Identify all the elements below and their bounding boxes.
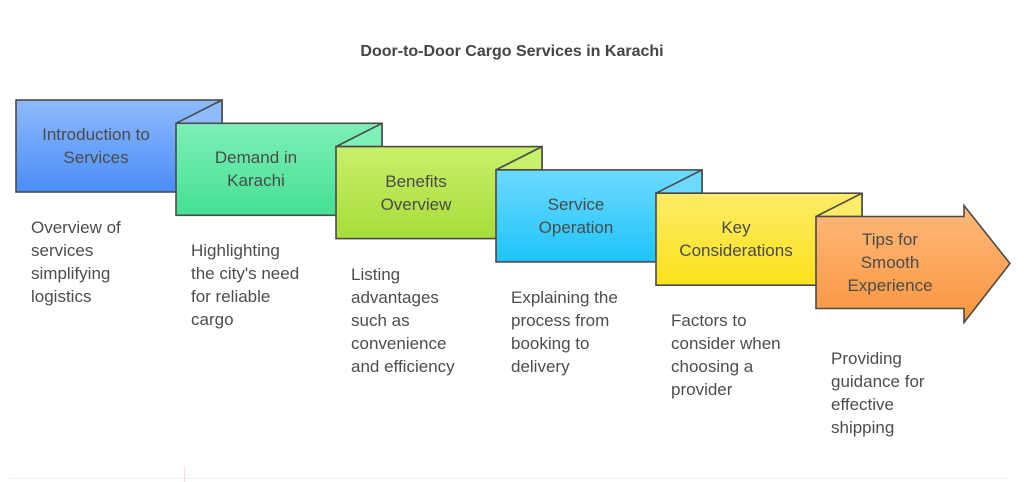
step-description-5: Factors to consider when choosing a provide… [671,309,821,401]
step-shape-6 [815,192,1012,325]
step-description-line: services [31,241,94,260]
step-description-line: choosing a [671,357,754,377]
step-title-line: Considerations [679,241,793,261]
step-title-line: Introduction to [42,125,150,144]
step-title-line: Experience [847,276,933,295]
step-title-line: Smooth [860,253,920,272]
step-description-line: advantages [351,287,439,307]
step-title-line: Services [63,148,129,167]
step-description-line: Factors to [671,311,747,331]
step-title-line: Tips for [861,230,919,249]
step-description-line: delivery [511,356,570,376]
step-description-line: provider [671,380,733,400]
step-description-line: cargo [191,310,234,330]
step-title-line: Demand in [214,148,298,168]
step-description-3: Listing advantages such as convenience and e… [351,263,501,378]
step-title-line: Operation [538,217,614,237]
step-description-line: Overview of [31,218,121,237]
step-description-line: the city's need [191,264,300,284]
step-description-6: Providing guidance for effective shipping [831,347,981,439]
step-description-line: Highlighting [191,241,280,261]
footer-tick-mark [184,466,185,482]
step-description-2: Highlighting the city's need for reliable c… [191,239,341,331]
step-description-line: effective [831,394,895,414]
step-title-line: Key [721,218,751,238]
step-title-line: Benefits [385,171,447,191]
step-description-1: Overview of services simplifying logistics [31,216,181,308]
step-description-line: convenience [351,333,447,353]
step-title-1: Introduction to Services [16,100,176,192]
step-description-line: booking to [511,333,590,353]
step-description-line: and efficiency [351,356,455,376]
step-description-line: consider when [671,334,781,354]
step-description-line: Explaining the [511,287,618,307]
step-description-line: such as [351,310,410,330]
step-description-line: logistics [31,287,92,306]
step-title-line: Service [547,194,605,214]
step-title-line: Karachi [227,171,285,191]
step-description-line: simplifying [31,264,111,283]
footer-divider [10,478,1010,479]
step-description-line: shipping [831,417,895,437]
step-description-4: Explaining the process from booking to deli… [511,286,661,378]
step-description-line: Listing [351,264,401,284]
step-description-line: for reliable [191,287,271,307]
step-description-line: process from [511,310,610,330]
step-title-2: Demand in Karachi [176,123,336,215]
step-description-line: Providing [831,348,902,368]
step-description-line: guidance for [831,371,925,391]
step-title-line: Overview [380,194,452,214]
step-arrow-body [815,203,1012,325]
diagram-title: Door-to-Door Cargo Services in Karachi [360,43,664,60]
